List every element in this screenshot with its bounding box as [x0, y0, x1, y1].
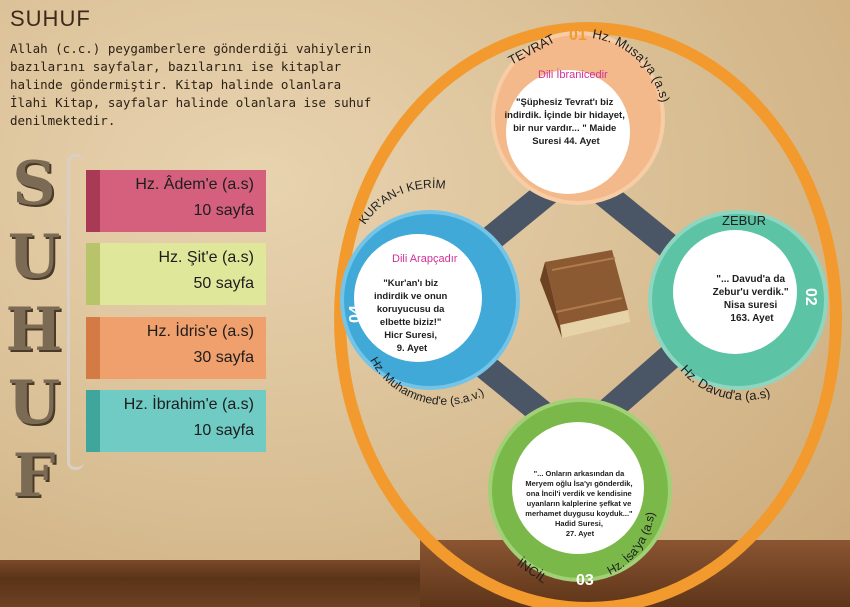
card-pages: 10 sayfa [193, 422, 254, 439]
incil-quote: "... Onların arkasından da Meryem oğlu İ… [525, 469, 634, 538]
side-letter: F [12, 441, 56, 511]
zebur-node: ZEBUR 02 Hz. Davud'a (a.s) "... Davud'a … [648, 210, 828, 403]
side-letter: H [5, 295, 63, 365]
connector-chevron [582, 182, 590, 189]
connector-diamond [451, 293, 467, 310]
kuran-quote: "Kur'an'ı biz indirdik ve onun koruyucus… [374, 278, 450, 354]
side-letter: U [7, 222, 61, 292]
tevrat-number: 01 [569, 27, 587, 44]
kuran-number: 04 [347, 305, 364, 323]
suhuf-card-sit: Hz. Şit'e (a.s) 50 sayfa [86, 243, 266, 305]
card-tab [86, 243, 100, 305]
book-icon [540, 250, 630, 338]
card-pages: 30 sayfa [193, 349, 254, 366]
side-letter: S [12, 149, 56, 219]
side-letter: U [7, 368, 61, 438]
outer-orbit [334, 22, 842, 607]
card-prophet: Hz. Şit'e (a.s) [158, 249, 254, 266]
kuran-language: Dili Arapçadır [392, 253, 458, 265]
card-pages: 50 sayfa [193, 275, 254, 292]
tevrat-language: Dili İbranicedir [538, 68, 608, 81]
incil-node: İNCİL 03 Hz. İsa'ya (a.s) "... Onların a… [488, 398, 672, 589]
card-body: Hz. Âdem'e (a.s) 10 sayfa [100, 170, 266, 232]
suhuf-card-ibrahim: Hz. İbrahim'e (a.s) 10 sayfa [86, 390, 266, 452]
card-prophet: Hz. İdris'e (a.s) [146, 323, 254, 340]
card-body: Hz. İbrahim'e (a.s) 10 sayfa [100, 390, 266, 452]
card-tab [86, 170, 100, 232]
zebur-quote: "... Davud'a da Zebur'u verdik." Nisa su… [713, 274, 792, 324]
suhuf-card-idris: Hz. İdris'e (a.s) 30 sayfa [86, 317, 266, 379]
zebur-label: ZEBUR [722, 213, 766, 228]
connector-marks [451, 182, 697, 432]
connector-chevron [571, 425, 579, 432]
card-body: Hz. İdris'e (a.s) 30 sayfa [100, 317, 266, 379]
zebur-number: 02 [802, 288, 819, 306]
incil-number: 03 [576, 572, 594, 589]
connector-chevron [685, 311, 697, 320]
side-word: S U H U F [4, 148, 64, 513]
card-pages: 10 sayfa [193, 202, 254, 219]
intro-text: Allah (c.c.) peygamberlere gönderdiği va… [10, 41, 372, 128]
page-title: SUHUF [10, 6, 91, 31]
tevrat-node: TEVRAT 01 Hz. Musa'ya (a.s) Dili İbranic… [491, 26, 673, 205]
card-body: Hz. Şit'e (a.s) 50 sayfa [100, 243, 266, 305]
card-prophet: Hz. Âdem'e (a.s) [135, 176, 254, 193]
tevrat-quote: "Şüphesiz Tevrat'ı biz indirdik. İçinde … [505, 97, 628, 147]
kuran-node: KUR'AN-I KERİM 04 Hz. Muhammed'e (s.a.v.… [340, 177, 520, 408]
card-tab [86, 317, 100, 379]
suhuf-card-adem: Hz. Âdem'e (a.s) 10 sayfa [86, 170, 266, 232]
card-prophet: Hz. İbrahim'e (a.s) [123, 396, 254, 413]
card-tab [86, 390, 100, 452]
card-rod [67, 154, 84, 470]
